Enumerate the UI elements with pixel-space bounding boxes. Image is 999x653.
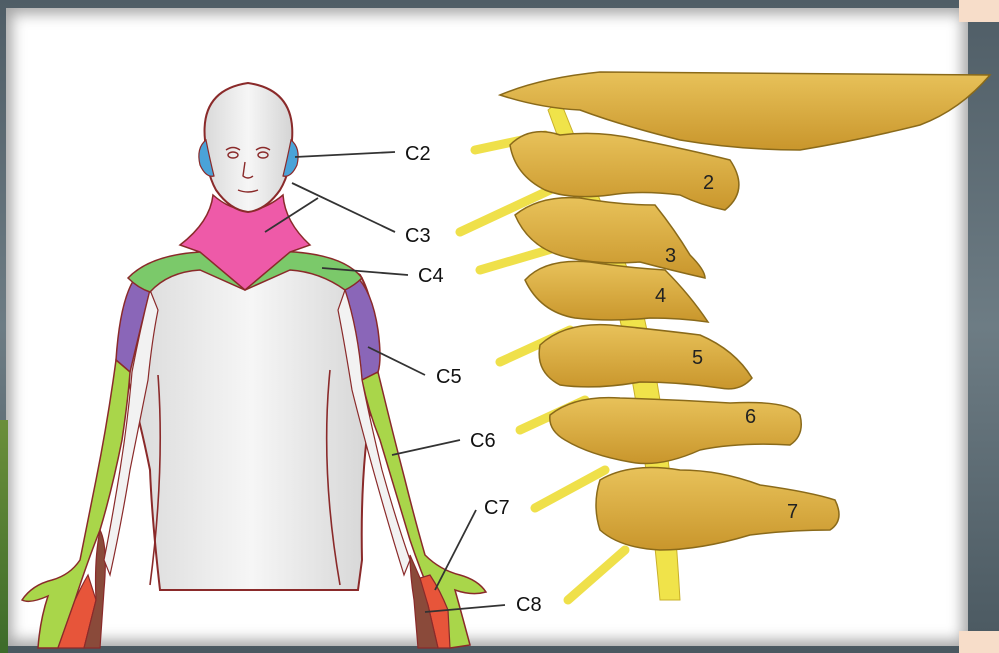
vertebra-number-7: 7: [787, 501, 798, 523]
vertebra-6: [550, 398, 801, 464]
label-c4: C4: [418, 265, 444, 287]
vertebra-number-6: 6: [745, 406, 756, 428]
label-c2: C2: [405, 143, 431, 165]
label-c8: C8: [516, 594, 542, 616]
label-c6: C6: [470, 430, 496, 452]
vertebra-number-4: 4: [655, 285, 666, 307]
label-c7: C7: [484, 497, 510, 519]
vertebra-number-3: 3: [665, 245, 676, 267]
cervical-spine: 2 3 4 5 6 7: [460, 72, 990, 600]
vertebra-number-2: 2: [703, 172, 714, 194]
vertebra-number-5: 5: [692, 347, 703, 369]
label-c3: C3: [405, 225, 431, 247]
label-c5: C5: [436, 366, 462, 388]
body-figure: [22, 83, 486, 648]
vertebra-5: [539, 325, 752, 389]
vertebra-7: [596, 468, 839, 550]
